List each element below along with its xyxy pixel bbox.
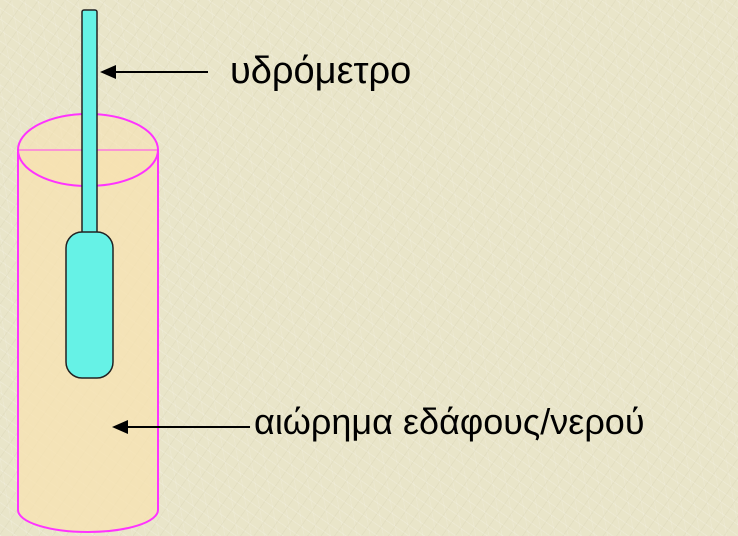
hydrometer <box>65 9 114 379</box>
hydrometer-stem <box>81 9 98 239</box>
suspension-label: αιώρημα εδάφους/νερού <box>254 401 645 442</box>
left-arrow-icon <box>112 420 128 434</box>
suspension-arrow <box>112 420 250 434</box>
hydrometer-label: υδρόμετρο <box>230 50 412 92</box>
left-arrow-icon <box>100 65 116 79</box>
hydrometer-arrow <box>100 65 208 79</box>
hydrometer-bulb <box>65 231 114 379</box>
